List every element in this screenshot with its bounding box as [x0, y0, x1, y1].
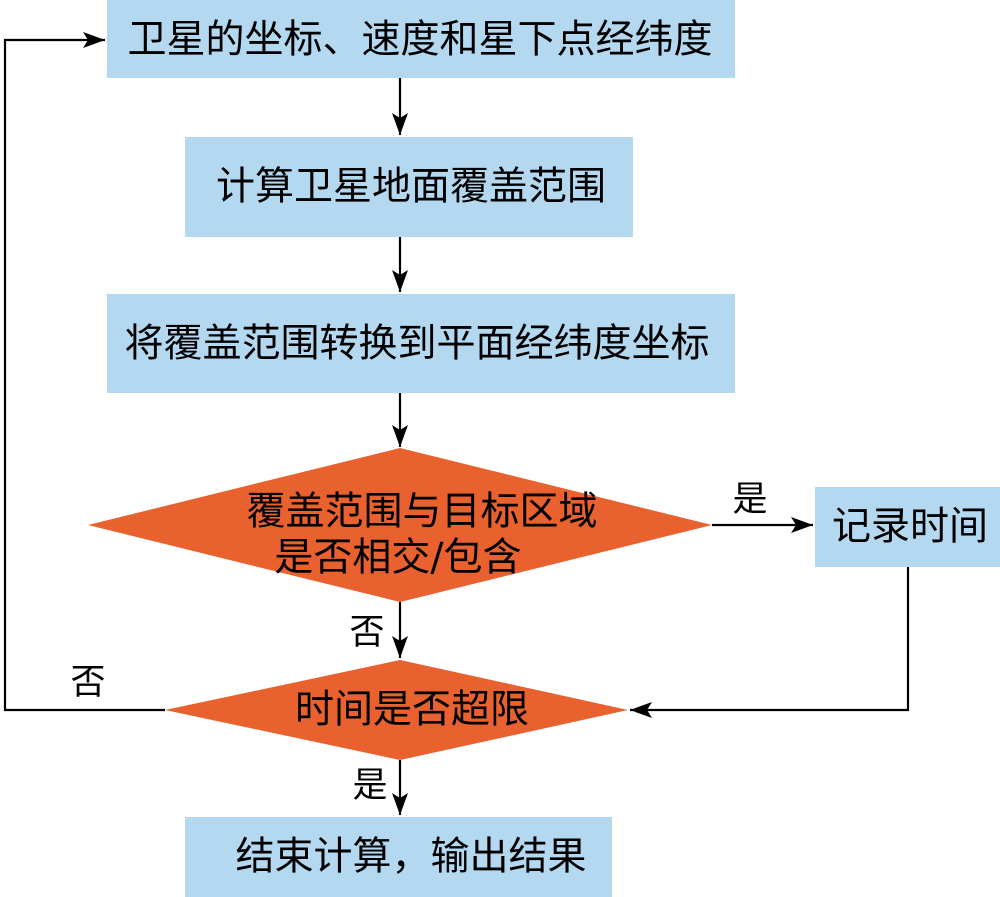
node-convert-coordinates: 将覆盖范围转换到平面经纬度坐标: [107, 294, 735, 393]
arrow-record-to-time-decision: [630, 567, 910, 718]
edge-label-intersect-yes: 是: [732, 480, 767, 520]
node-record-time-label: 记录时间: [832, 505, 988, 550]
decision-time-exceeded-diamond: [165, 660, 628, 760]
decision-intersect-label-line2: 是否相交/包含: [274, 536, 521, 581]
edge-label-time-no: 否: [70, 663, 105, 703]
node-compute-coverage-label: 计算卫星地面覆盖范围: [216, 165, 606, 210]
node-convert-coordinates-label: 将覆盖范围转换到平面经纬度坐标: [124, 322, 709, 367]
decision-intersect-diamond: [88, 448, 712, 602]
node-record-time-box: [815, 487, 1000, 567]
arrow-time-no-loop-to-input: [3, 32, 165, 712]
decision-time-exceeded: 时间是否超限: [165, 660, 628, 760]
decision-time-exceeded-label: 时间是否超限: [295, 688, 529, 733]
node-input: 卫星的坐标、速度和星下点经纬度: [107, 0, 735, 78]
edge-label-intersect-no: 否: [349, 613, 384, 653]
node-input-label: 卫星的坐标、速度和星下点经纬度: [127, 18, 712, 63]
decision-intersect: 覆盖范围与目标区域 是否相交/包含: [88, 448, 712, 602]
node-end-box: [185, 817, 612, 897]
edge-label-time-yes: 是: [352, 766, 387, 806]
node-end: 结束计算，输出结果: [185, 817, 612, 897]
node-convert-coordinates-box: [107, 294, 735, 393]
node-compute-coverage-box: [185, 137, 633, 237]
node-end-label: 结束计算，输出结果: [235, 835, 586, 880]
node-record-time: 记录时间: [815, 487, 1000, 567]
node-compute-coverage: 计算卫星地面覆盖范围: [185, 137, 633, 237]
node-input-box: [107, 0, 735, 78]
decision-intersect-label-line1: 覆盖范围与目标区域: [246, 490, 597, 535]
